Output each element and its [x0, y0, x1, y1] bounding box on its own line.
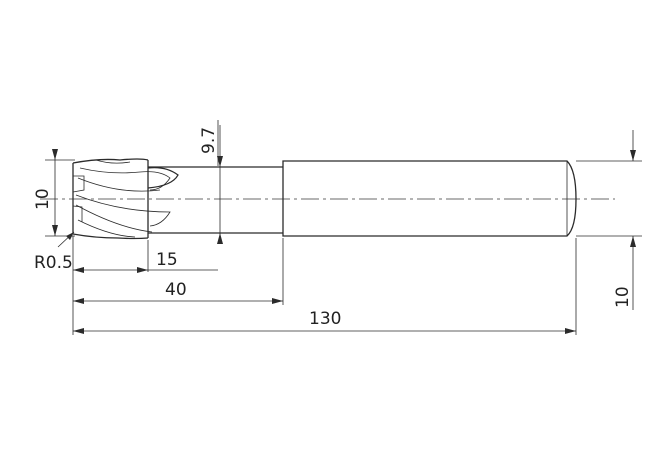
- dim-flute-length-label: 15: [156, 250, 178, 270]
- dim-shank-diameter-label: 10: [613, 286, 633, 308]
- dim-neck-diameter-label: 9.7: [199, 127, 219, 154]
- dim-neck-length-label: 40: [165, 280, 187, 300]
- extension-lines: [45, 120, 642, 335]
- dim-shank-diameter: 10: [613, 130, 636, 310]
- dim-corner-radius-label: R0.5: [34, 253, 73, 273]
- dim-neck-length: 40: [73, 280, 283, 304]
- dim-overall-length: 130: [73, 309, 576, 334]
- dim-neck-diameter: 9.7: [199, 125, 223, 244]
- dim-cutting-diameter: 10: [33, 149, 58, 236]
- dim-flute-length: 15: [73, 250, 218, 273]
- dim-corner-radius: R0.5: [34, 232, 74, 273]
- dim-overall-length-label: 130: [309, 309, 341, 329]
- dim-cutting-diameter-label: 10: [33, 188, 53, 210]
- shank: [283, 161, 576, 236]
